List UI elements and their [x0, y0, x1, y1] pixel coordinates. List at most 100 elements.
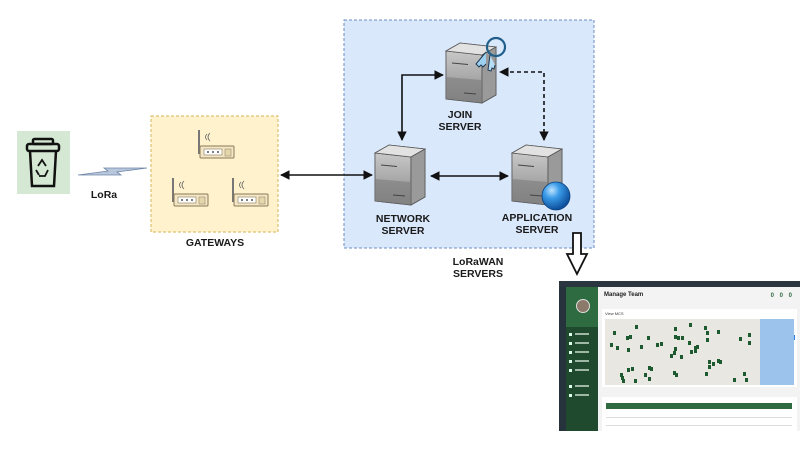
bin-map-marker[interactable] — [696, 345, 700, 350]
browser-toolbar — [559, 281, 800, 287]
bin-map-marker[interactable] — [674, 327, 678, 332]
lorawan-servers-label-line2: SERVERS — [453, 268, 503, 280]
section-title: View MCS — [605, 311, 624, 316]
application-server-label-line1: APPLICATION — [501, 212, 573, 224]
recycle-bin-icon — [25, 137, 61, 188]
bin-map-marker[interactable] — [669, 353, 673, 358]
network-server-label: NETWORK SERVER — [363, 213, 443, 237]
bin-map-marker[interactable] — [647, 335, 651, 340]
bin-map-marker[interactable] — [634, 324, 638, 329]
bin-map-marker[interactable] — [633, 379, 637, 384]
dashboard-content: Manage Team 0 0 0 View MCS — [598, 287, 800, 431]
join-server-label-line2: SERVER — [438, 121, 482, 133]
bin-map-marker[interactable] — [743, 371, 747, 376]
bin-map-marker[interactable] — [610, 342, 614, 347]
globe-icon — [541, 181, 571, 211]
page-title: Manage Team — [604, 292, 644, 298]
avatar — [576, 299, 590, 313]
bin-map-marker[interactable] — [747, 332, 751, 337]
sidebar-item[interactable] — [569, 394, 595, 397]
lorawan-servers-label: LoRaWAN SERVERS — [438, 256, 518, 280]
application-server-node — [511, 144, 571, 211]
bin-map-marker[interactable] — [747, 340, 751, 345]
bin-map-marker[interactable] — [694, 349, 698, 354]
application-server-label: APPLICATION SERVER — [494, 212, 580, 236]
header-controls[interactable]: 0 0 0 — [770, 293, 794, 299]
bin-map-marker[interactable] — [627, 368, 631, 372]
gateways-label: GATEWAYS — [185, 237, 245, 249]
bin-map-marker[interactable] — [708, 364, 712, 369]
bin-map-marker[interactable] — [612, 330, 616, 335]
bin-map-marker[interactable] — [621, 379, 625, 384]
bin-map-marker[interactable] — [711, 362, 715, 367]
bin-map-marker[interactable] — [716, 329, 720, 334]
bin-map-marker[interactable] — [620, 375, 624, 380]
network-join-link — [397, 70, 444, 141]
bin-map-marker[interactable] — [689, 323, 693, 328]
bin-map-marker[interactable] — [625, 336, 629, 341]
bin-map-marker[interactable] — [719, 359, 723, 364]
bin-map-marker[interactable] — [738, 337, 742, 342]
table-row — [606, 426, 792, 431]
bin-map-marker[interactable] — [648, 366, 652, 371]
dashboard-sidebar — [566, 287, 598, 431]
join-server-label-line1: JOIN — [447, 109, 473, 121]
bin-map[interactable] — [605, 319, 794, 385]
bin-map-marker[interactable] — [688, 341, 692, 346]
bin-map-marker[interactable] — [631, 366, 635, 371]
bin-map-marker[interactable] — [681, 335, 685, 340]
bin-map-marker[interactable] — [620, 372, 624, 377]
bin-map-marker[interactable] — [733, 378, 737, 383]
lorawan-servers-label-line1: LoRaWAN — [452, 256, 504, 268]
bin-map-marker[interactable] — [677, 335, 681, 340]
bin-map-marker[interactable] — [690, 350, 694, 355]
bin-table — [602, 397, 797, 431]
join-server-node — [445, 36, 507, 104]
network-server-label-line2: SERVER — [381, 225, 425, 237]
join-server-label: JOIN SERVER — [430, 109, 490, 133]
bin-map-marker[interactable] — [626, 347, 630, 352]
bin-map-marker[interactable] — [640, 344, 644, 349]
bin-map-marker[interactable] — [707, 359, 711, 364]
bin-map-marker[interactable] — [647, 377, 651, 382]
recycle-bin-node — [17, 131, 70, 194]
bin-map-marker[interactable] — [650, 367, 654, 372]
network-server-label-line1: NETWORK — [375, 213, 431, 225]
sidebar-item[interactable] — [569, 351, 595, 354]
bin-map-marker[interactable] — [643, 373, 647, 378]
bin-map-marker[interactable] — [673, 335, 677, 340]
sidebar-item[interactable] — [569, 369, 595, 372]
bin-map-marker[interactable] — [717, 359, 721, 364]
dashboard-screenshot: Manage Team 0 0 0 View MCS — [559, 281, 800, 431]
sidebar-item[interactable] — [569, 342, 595, 345]
lora-label: LoRa — [90, 189, 118, 201]
bin-map-marker[interactable] — [672, 370, 676, 375]
bin-map-marker[interactable] — [680, 354, 684, 359]
table-header — [606, 403, 792, 409]
bin-map-marker[interactable] — [615, 345, 619, 350]
bin-map-marker[interactable] — [704, 326, 708, 331]
bin-map-marker[interactable] — [704, 372, 708, 377]
bin-map-marker[interactable] — [672, 350, 676, 355]
bin-map-marker[interactable] — [628, 334, 632, 339]
keys-icon — [475, 36, 507, 72]
bin-map-marker[interactable] — [674, 347, 678, 352]
gateways-container — [150, 115, 279, 233]
browser-side-rail — [559, 287, 566, 431]
bin-map-marker[interactable] — [675, 372, 679, 377]
application-server-label-line2: SERVER — [515, 224, 559, 236]
table-row — [606, 410, 792, 418]
profile-panel — [566, 287, 598, 327]
bin-map-marker[interactable] — [706, 338, 710, 343]
bin-map-marker[interactable] — [745, 378, 749, 383]
sidebar-item[interactable] — [569, 360, 595, 363]
bin-map-marker[interactable] — [706, 331, 710, 336]
bin-map-marker[interactable] — [659, 342, 663, 347]
application-join-link — [499, 67, 549, 141]
bin-map-marker[interactable] — [655, 342, 659, 347]
sidebar-item[interactable] — [569, 385, 595, 388]
lora-wireless-link — [77, 167, 148, 176]
map-sea — [760, 319, 794, 385]
sidebar-item[interactable] — [569, 333, 595, 336]
